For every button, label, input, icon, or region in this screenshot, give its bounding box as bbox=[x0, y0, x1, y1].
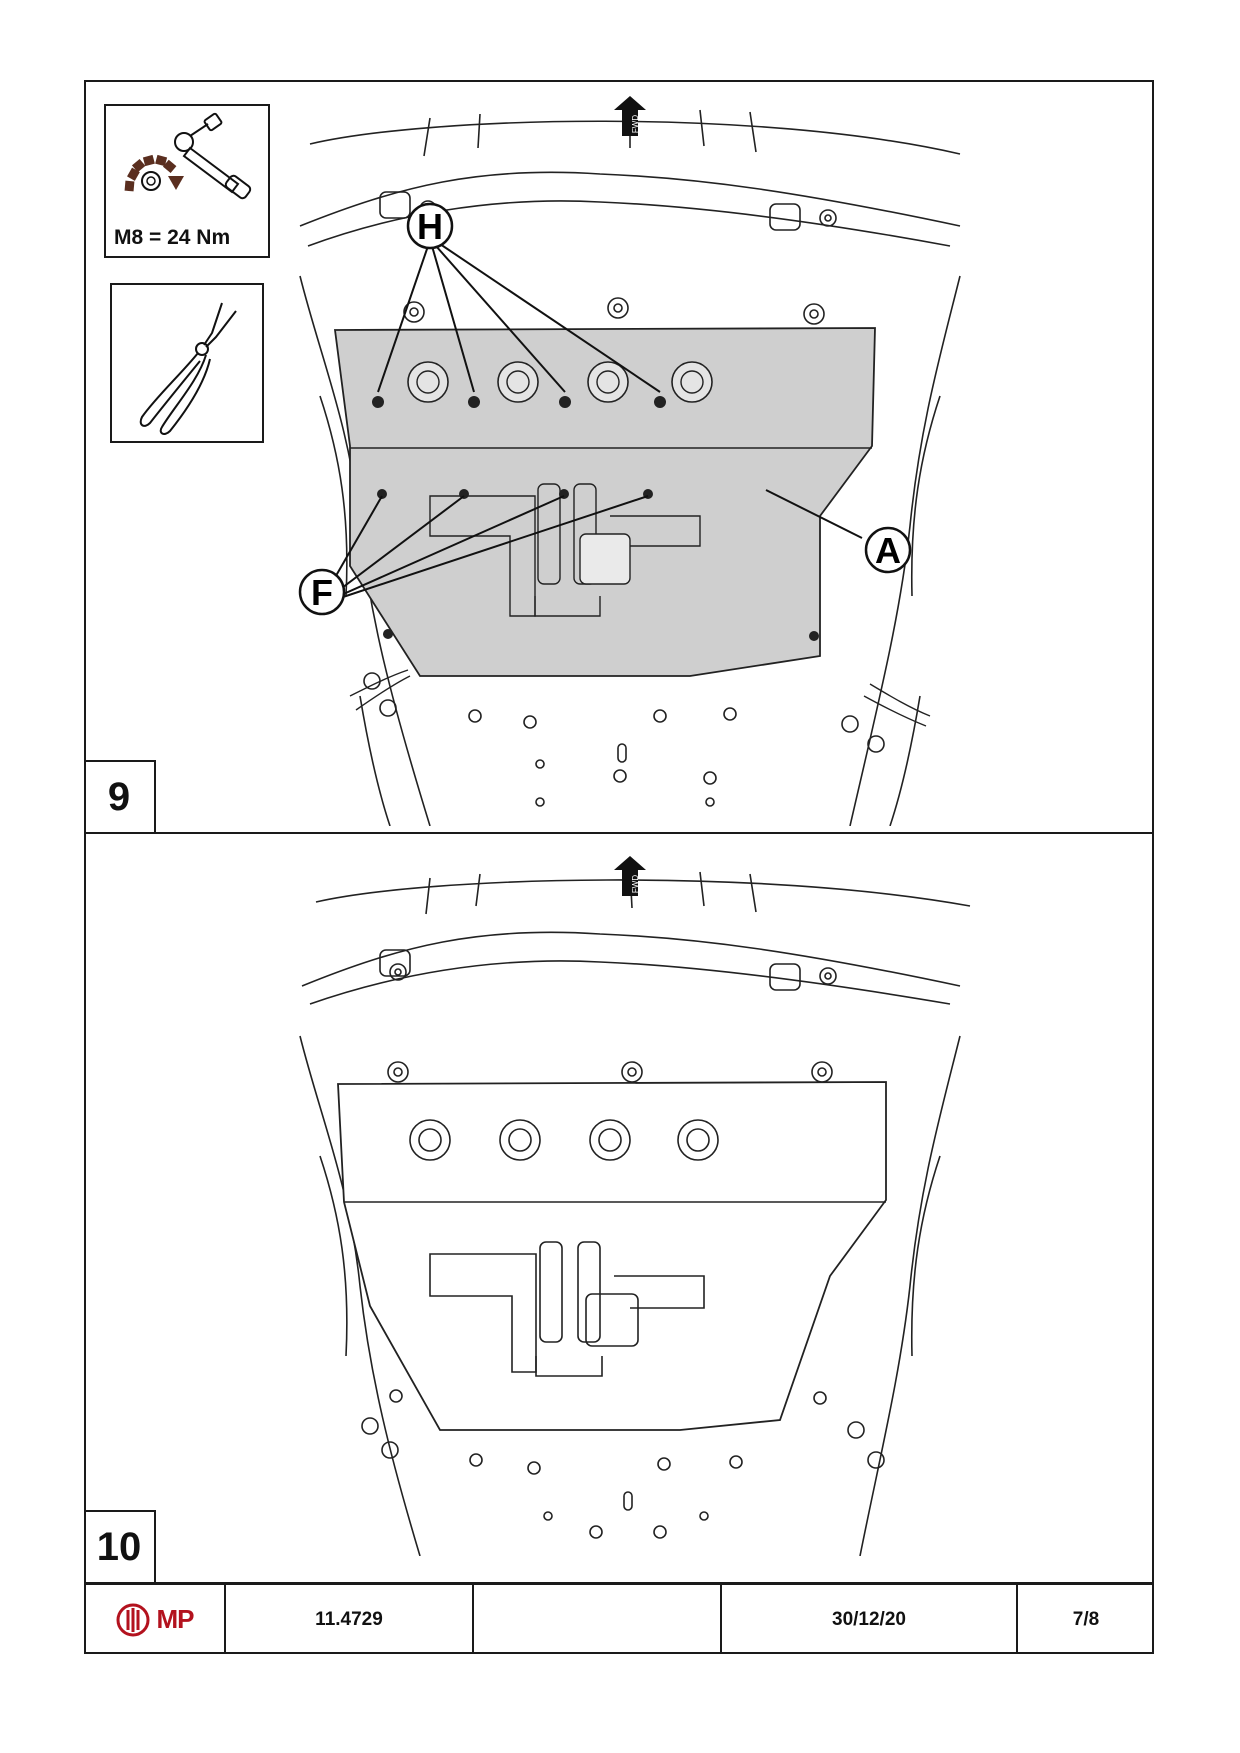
svg-text:F: F bbox=[311, 572, 333, 613]
cutting-pliers-icon bbox=[139, 302, 237, 435]
pliers-box bbox=[110, 283, 264, 443]
callout-h: H bbox=[406, 202, 454, 250]
svg-text:H: H bbox=[417, 206, 443, 247]
logo-text: MP bbox=[156, 1604, 195, 1634]
blank-cell bbox=[474, 1585, 722, 1654]
step-number-10: 10 bbox=[84, 1510, 156, 1582]
step-9-drawing: FWD H F A bbox=[298, 96, 961, 826]
mp-logo-icon bbox=[116, 1603, 149, 1636]
torque-wrench-icon bbox=[124, 112, 252, 200]
footer-logo-cell: MP bbox=[84, 1585, 226, 1654]
svg-text:A: A bbox=[875, 530, 901, 571]
page-number: 7/8 bbox=[1072, 1608, 1100, 1630]
callout-f: F bbox=[298, 568, 346, 616]
instruction-sheet bbox=[84, 80, 1154, 1654]
step-divider bbox=[84, 832, 1154, 834]
torque-wrench-box: M8 = 24 Nm bbox=[104, 104, 270, 258]
step-10-drawing: FWD bbox=[299, 856, 971, 1556]
callout-a: A bbox=[864, 526, 912, 574]
part-number: 11.4729 bbox=[226, 1585, 474, 1654]
footer-table: MP 11.4729 30/12/20 7/8 bbox=[84, 1582, 1154, 1654]
mp-logo: MP bbox=[115, 1602, 195, 1638]
torque-spec: M8 = 24 Nm bbox=[114, 226, 231, 249]
step-number-9: 9 bbox=[84, 760, 156, 832]
fwd-label: FWD bbox=[631, 875, 640, 893]
fwd-label: FWD bbox=[631, 115, 640, 133]
fwd-arrow-icon bbox=[614, 96, 646, 136]
fwd-arrow-icon bbox=[614, 856, 646, 896]
date: 30/12/20 bbox=[722, 1585, 1018, 1654]
